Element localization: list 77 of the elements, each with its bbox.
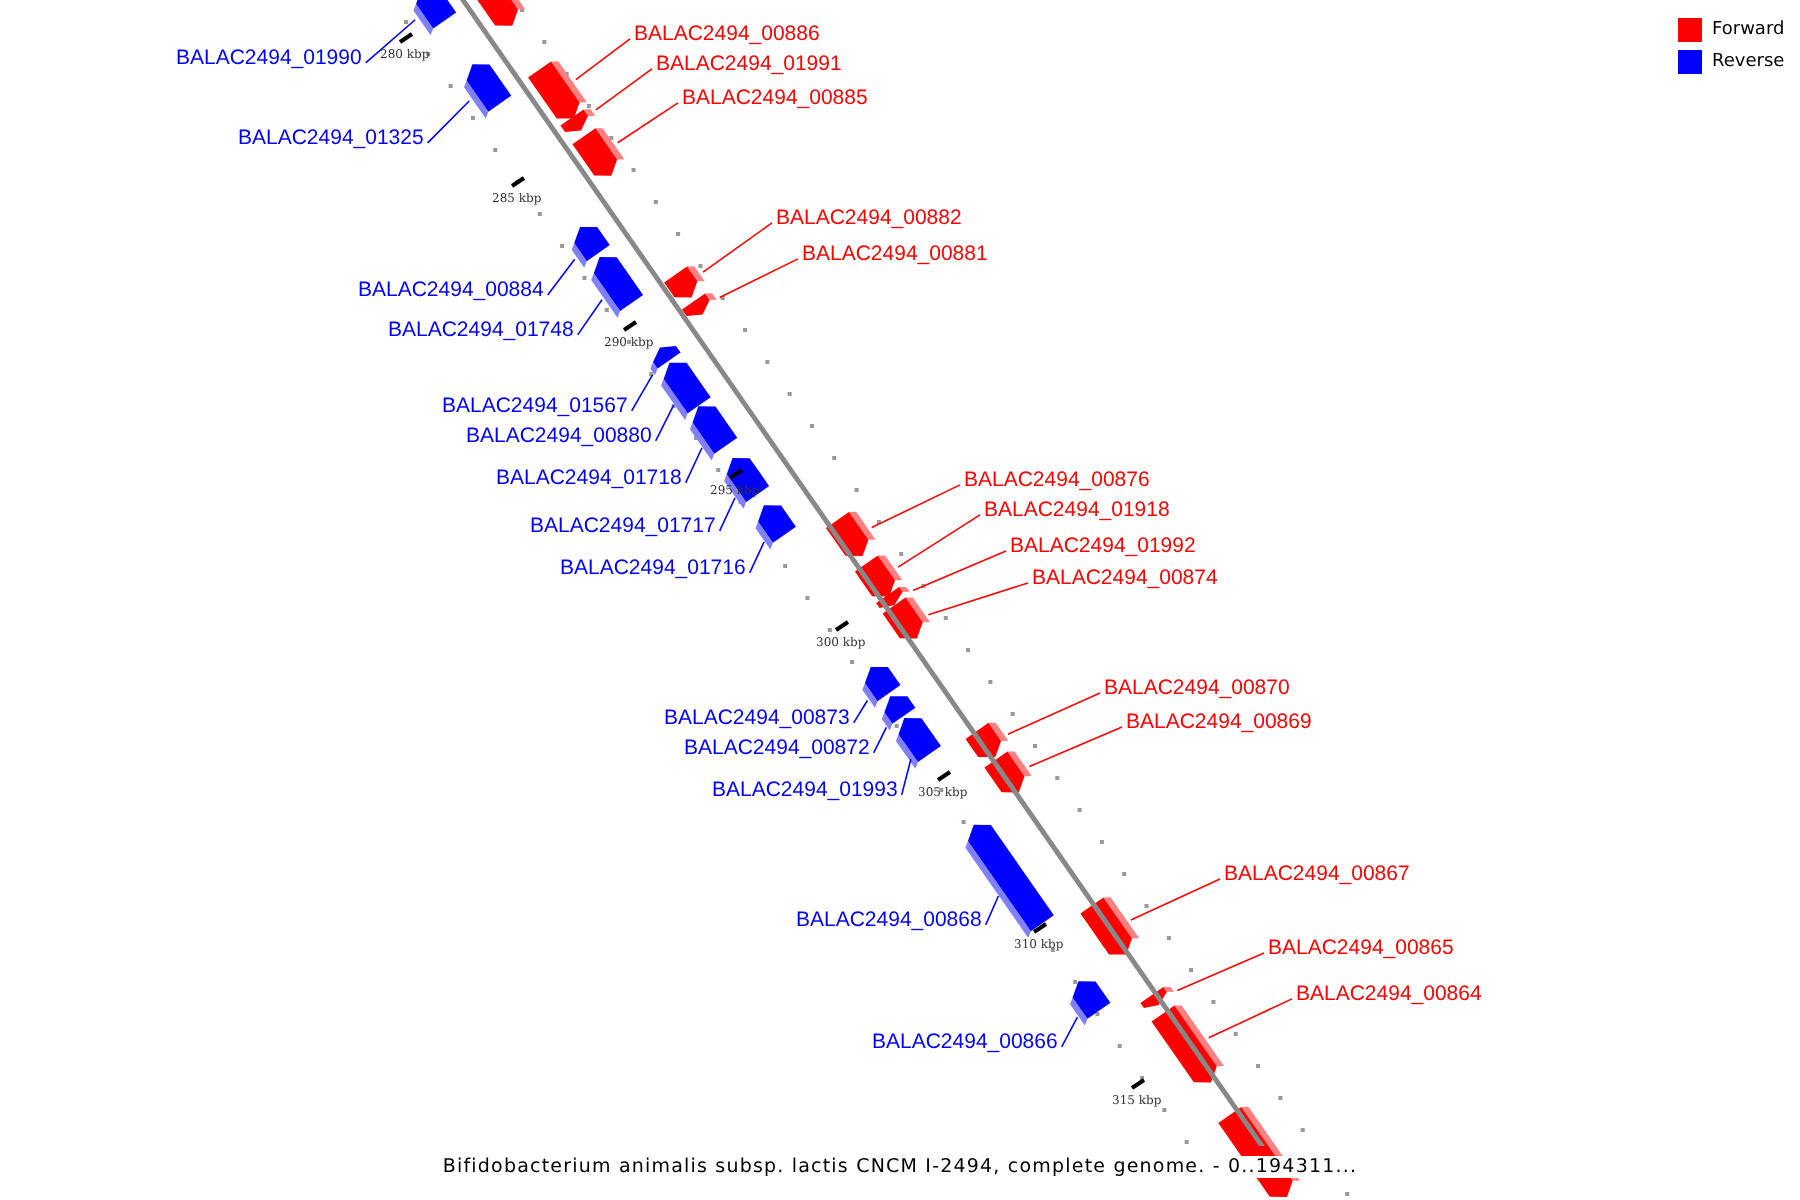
gene-label: BALAC2494_00873 <box>664 706 850 732</box>
gene-feature <box>528 61 587 119</box>
leader-line <box>426 100 470 144</box>
gene-feature <box>1069 981 1111 1026</box>
gene-feature <box>881 696 916 731</box>
leader-line <box>748 541 765 574</box>
gene-label: BALAC2494_00880 <box>466 424 652 450</box>
gene-label: BALAC2494_01991 <box>656 52 842 78</box>
gene-feature <box>664 266 705 298</box>
leader-line <box>595 68 653 111</box>
gene-label: BALAC2494_00866 <box>872 1030 1058 1056</box>
legend-label: Forward <box>1712 20 1785 42</box>
gene-feature <box>755 505 796 550</box>
gene-label: BALAC2494_01748 <box>388 318 574 344</box>
gene-label: BALAC2494_00886 <box>634 22 820 48</box>
leader-line <box>927 582 1029 616</box>
leader-line <box>900 758 912 796</box>
leader-line <box>1028 726 1123 768</box>
gene-label: BALAC2494_00874 <box>1032 566 1218 592</box>
leader-line <box>984 895 1000 926</box>
gene-label: BALAC2494_01993 <box>712 778 898 804</box>
gene-feature <box>591 257 644 318</box>
gene-label: BALAC2494_00870 <box>1104 676 1290 702</box>
legend-label: Reverse <box>1712 52 1785 74</box>
leader-line <box>718 496 736 532</box>
gene-feature <box>571 226 610 268</box>
leader-line <box>576 298 603 336</box>
leader-line <box>1130 878 1221 921</box>
gene-feature <box>689 406 738 461</box>
leader-line <box>897 514 981 568</box>
leader-line <box>616 102 679 144</box>
gene-label: BALAC2494_00881 <box>802 242 988 268</box>
caption: Bifidobacterium animalis subsp. lactis CNCM I-2494, complete genome. - 0..194311... <box>442 1156 1358 1178</box>
leader-line <box>1207 998 1293 1039</box>
gene-label: BALAC2494_01918 <box>984 498 1170 524</box>
leader-line <box>364 18 416 64</box>
leader-line <box>912 550 1007 592</box>
gene-label: BALAC2494_00882 <box>776 206 962 232</box>
gene-feature <box>862 666 901 708</box>
gene-label: BALAC2494_01990 <box>176 46 362 72</box>
gene-label: BALAC2494_00867 <box>1224 862 1410 888</box>
gene-feature <box>661 362 711 421</box>
gene-label: BALAC2494_01718 <box>496 466 682 492</box>
gene-feature <box>650 346 681 376</box>
gene-label: BALAC2494_01716 <box>560 556 746 582</box>
leader-line <box>1007 692 1101 735</box>
gene-feature <box>572 128 625 176</box>
gene-feature <box>473 0 526 26</box>
leader-line <box>1060 1016 1079 1048</box>
gene-label: BALAC2494_00884 <box>358 278 544 304</box>
gene-feature <box>560 109 596 132</box>
gene-label: BALAC2494_00876 <box>964 468 1150 494</box>
gene-feature <box>682 293 717 316</box>
leader-line <box>872 726 888 754</box>
leader-line <box>702 222 773 273</box>
gene-label: BALAC2494_01717 <box>530 514 716 540</box>
gene-label: BALAC2494_00885 <box>682 86 868 112</box>
gene-label: BALAC2494_00872 <box>684 736 870 762</box>
gene-feature <box>413 0 457 36</box>
leader-line <box>870 484 961 529</box>
leader-line <box>654 404 675 442</box>
gene-label: BALAC2494_01325 <box>238 126 424 152</box>
leader-line <box>1176 952 1265 992</box>
leader-line <box>718 258 799 299</box>
leader-line <box>546 258 576 296</box>
gene-label: BALAC2494_00864 <box>1296 982 1482 1008</box>
gene-label: BALAC2494_01567 <box>442 394 628 420</box>
gene-label: BALAC2494_01992 <box>1010 534 1196 560</box>
gene-label: BALAC2494_00869 <box>1126 710 1312 736</box>
leader-line <box>575 38 631 81</box>
gene-label: BALAC2494_00865 <box>1268 936 1454 962</box>
leader-line <box>852 699 869 724</box>
gene-label: BALAC2494_00868 <box>796 908 982 934</box>
leader-line <box>684 446 703 484</box>
leader-line <box>630 374 654 412</box>
gene-feature <box>464 64 512 119</box>
gene-feature <box>895 717 941 769</box>
